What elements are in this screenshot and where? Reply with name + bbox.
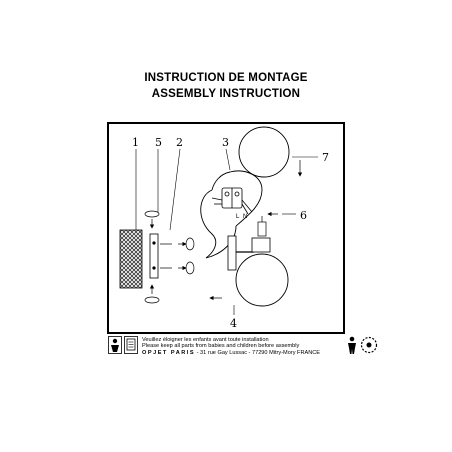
- terminal-screw-left: [224, 191, 230, 197]
- plate-hole-bottom: [152, 266, 156, 270]
- screw-rotation-icon-top: [185, 237, 195, 251]
- wire-label-n: N: [243, 214, 247, 220]
- label-part-6: 6: [300, 209, 307, 222]
- label-part-1: 1: [132, 136, 139, 149]
- wire-label-l: L: [236, 214, 240, 220]
- read-instructions-icon: [124, 336, 138, 354]
- footer-warning-english: Please keep all parts from babies and ch…: [142, 343, 300, 349]
- leader-line-part-2: [169, 148, 181, 231]
- wire-out-right-2: [241, 203, 249, 215]
- footer-warning-french: Veuillez éloigner les enfants avant tout…: [142, 337, 269, 343]
- detail-bubble-outline: [200, 189, 237, 259]
- rotation-icon-lower: [144, 296, 160, 304]
- g9-bulb: [257, 221, 267, 237]
- mounting-plate: [149, 233, 159, 279]
- lamp-wall-base: [227, 235, 237, 271]
- label-part-2: 2: [176, 136, 183, 149]
- brand-name: OPJET PARIS: [142, 350, 196, 356]
- label-part-4: 4: [230, 317, 237, 330]
- wire-out-right: [241, 199, 253, 213]
- rotation-icon-upper: [144, 210, 160, 218]
- plate-hole-top: [152, 241, 156, 245]
- label-part-3: 3: [222, 136, 229, 149]
- screw-rotation-icon-bottom: [185, 261, 195, 275]
- terminal-screw-right: [234, 191, 240, 197]
- title-french: INSTRUCTION DE MONTAGE: [144, 72, 308, 84]
- label-part-7: 7: [322, 151, 329, 164]
- wall-section: [119, 229, 143, 289]
- title-english: ASSEMBLY INSTRUCTION: [151, 88, 301, 100]
- lamp-socket: [251, 237, 271, 253]
- leader-line-part-3: [225, 148, 231, 171]
- diagram-frame: [107, 122, 345, 334]
- company-address: - 31 rue Gay Lussac - 77290 Mitry-Mory F…: [195, 350, 321, 356]
- person-icon: [348, 336, 356, 354]
- footer-company-address: OPJET PARIS - 31 rue Gay Lussac - 77290 …: [142, 350, 320, 356]
- glass-globe-top: [238, 126, 290, 178]
- label-part-5: 5: [155, 136, 162, 149]
- wire-in-left: [211, 197, 223, 201]
- parts-circle-icon: [360, 336, 378, 354]
- glass-globe-mounted: [235, 253, 289, 307]
- keep-away-from-children-icon: [108, 336, 122, 354]
